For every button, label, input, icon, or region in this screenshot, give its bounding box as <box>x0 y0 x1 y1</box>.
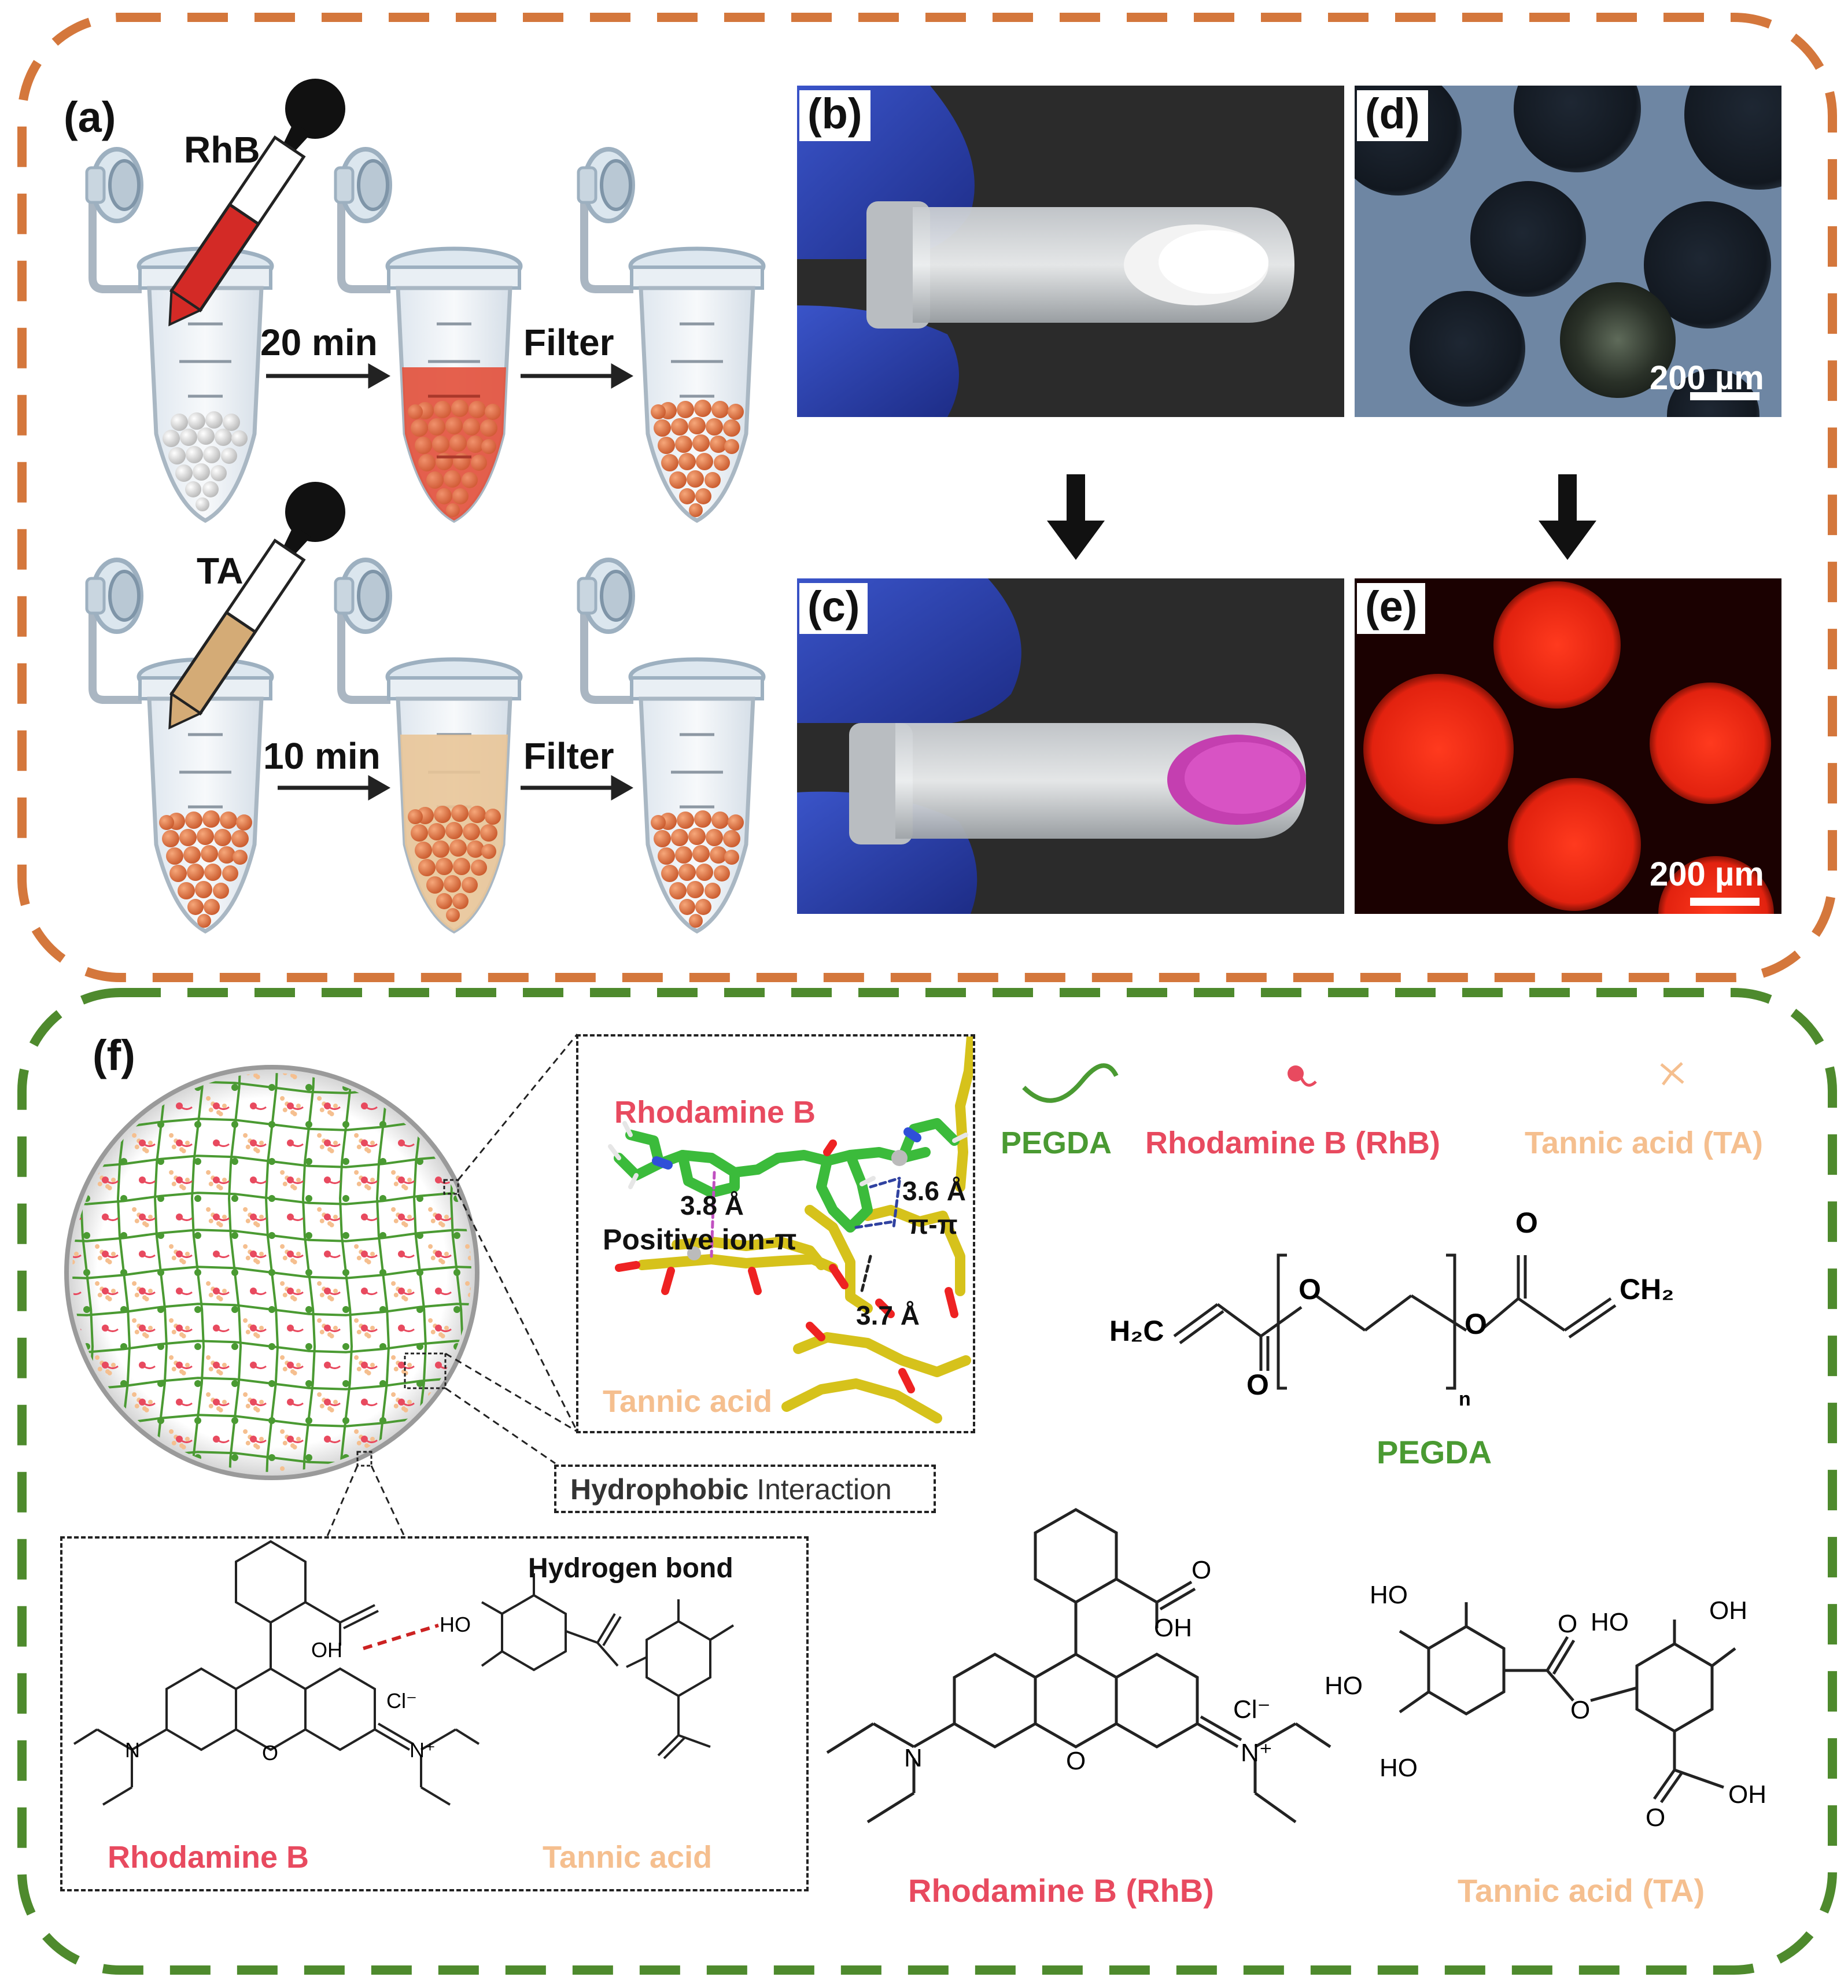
pegda-icon <box>1022 1063 1119 1103</box>
distance-3-8: 3.8 Å <box>680 1190 744 1220</box>
time-20min-label: 20 min <box>260 322 378 363</box>
panel-c-label: (c) <box>799 583 868 634</box>
ta-ho-2: HO <box>1325 1672 1363 1700</box>
rhb-label: RhB <box>184 129 260 171</box>
photo-b-drawing <box>797 86 1344 417</box>
rhb-n: N <box>904 1744 923 1772</box>
time-10min-label: 10 min <box>263 735 381 777</box>
hb-rhodamine-label: Rhodamine B <box>108 1840 309 1875</box>
photo-e <box>1355 578 1781 914</box>
distance-3-6: 3.6 Å <box>902 1176 966 1206</box>
ta-o-acid: O <box>1646 1803 1666 1832</box>
scale-bar-e-label: 200 µm <box>1650 855 1764 893</box>
o-atom-inset: O <box>262 1741 279 1765</box>
rhb-oh: OH <box>1154 1614 1192 1642</box>
photo-e-drawing <box>1355 578 1781 914</box>
panel-b-label: (b) <box>799 90 870 141</box>
photo-b <box>797 86 1344 417</box>
hydrophobic-box: Hydrophobic Interaction <box>554 1465 936 1513</box>
rhb-structure <box>826 1508 1331 1824</box>
network-circle <box>64 1034 578 1538</box>
ta-o-carbonyl: O <box>1558 1610 1578 1638</box>
green-dashed-border <box>17 988 1837 1975</box>
docking-inset: Rhodamine B 3.8 Å 3.6 Å 3.7 Å Positive i… <box>576 1034 975 1433</box>
filter-label-top: Filter <box>523 322 614 363</box>
ta-label: TA <box>197 550 244 592</box>
ho-ta-hbond: HO <box>440 1613 471 1636</box>
legend-ta: Tannic acid (TA) <box>1525 1126 1764 1160</box>
ta-oh-1: OH <box>1709 1596 1747 1625</box>
pegda-o-bottom: O <box>1246 1369 1269 1401</box>
hydrogen-bond-inset: OH HO N N⁺ O Cl⁻ Hydrogen bond Rhodamine… <box>60 1536 809 1891</box>
panel-e-label: (e) <box>1357 583 1426 634</box>
ta-icon <box>1660 1062 1684 1086</box>
photo-c <box>797 578 1344 914</box>
dropper-rhb <box>145 67 357 327</box>
photo-c-drawing <box>797 578 1344 914</box>
panel-a-schematic <box>0 0 775 954</box>
interaction-word: Interaction <box>748 1473 892 1506</box>
legend-pegda: PEGDA <box>1001 1126 1112 1160</box>
pegda-o-ether: O <box>1299 1273 1321 1305</box>
legend-rhb: Rhodamine B (RhB) <box>1145 1126 1440 1160</box>
process-arrows <box>266 363 634 801</box>
n-plus-inset: N⁺ <box>410 1738 436 1762</box>
oh-rhb: OH <box>311 1638 342 1662</box>
pegda-caption: PEGDA <box>1377 1434 1492 1470</box>
pegda-n: n <box>1459 1388 1471 1410</box>
tube-ta-solution <box>335 560 521 931</box>
pegda-h2c: H₂C <box>1109 1315 1164 1347</box>
legend-icons <box>1022 1062 1684 1103</box>
ta-caption: Tannic acid (TA) <box>1458 1872 1705 1909</box>
rhb-o-ring: O <box>1066 1747 1086 1775</box>
pegda-ch2: CH₂ <box>1620 1273 1674 1305</box>
ta-ho-1: HO <box>1370 1581 1408 1609</box>
ta-o-ester: O <box>1570 1696 1591 1724</box>
down-arrow-de <box>1539 474 1596 560</box>
rhb-caption: Rhodamine B (RhB) <box>908 1872 1214 1909</box>
hb-tannic-label: Tannic acid <box>543 1840 713 1875</box>
rhb-icon <box>1288 1065 1304 1082</box>
scale-bar-d-label: 200 µm <box>1650 359 1764 397</box>
docking-drawing <box>608 1037 973 1423</box>
n-atom-inset: N <box>125 1738 140 1762</box>
pegda-structure <box>1173 1253 1617 1390</box>
filter-label-bottom: Filter <box>523 735 614 777</box>
inset-rhodamine-label: Rhodamine B <box>614 1095 816 1130</box>
hydrophobic-label: Hydrophobic Interaction <box>570 1473 892 1506</box>
hydrogen-bond-label: Hydrogen bond <box>528 1553 733 1584</box>
pegda-o-top: O <box>1515 1207 1538 1239</box>
ta-ho-4: HO <box>1591 1608 1629 1636</box>
hydrogen-bond-structures <box>73 1540 735 1806</box>
orange-dashed-border <box>17 13 1837 982</box>
panel-d-label: (d) <box>1357 90 1428 141</box>
cl-inset: Cl⁻ <box>386 1689 417 1713</box>
tube-rhb-solution <box>335 149 521 521</box>
rhb-cl: Cl⁻ <box>1233 1695 1271 1724</box>
pegda-o-ester: O <box>1465 1308 1487 1340</box>
positive-ion-pi-label: Positive ion-π <box>603 1223 797 1256</box>
rhb-o-carbonyl: O <box>1192 1556 1212 1584</box>
dropper-ta <box>145 470 357 730</box>
ta-structure <box>1399 1602 1736 1803</box>
hydrophobic-word: Hydrophobic <box>570 1473 749 1506</box>
panel-f-label: (f) <box>93 1031 135 1079</box>
ta-oh-2: OH <box>1728 1780 1766 1809</box>
distance-3-7: 3.7 Å <box>856 1300 920 1330</box>
down-arrow-bc <box>1047 474 1105 560</box>
pi-pi-label: π-π <box>908 1209 958 1240</box>
ta-ho-3: HO <box>1379 1754 1418 1782</box>
panel-a-label: (a) <box>64 93 116 141</box>
inset-tannic-label: Tannic acid <box>603 1384 773 1419</box>
rhb-n-plus: N⁺ <box>1241 1739 1272 1767</box>
